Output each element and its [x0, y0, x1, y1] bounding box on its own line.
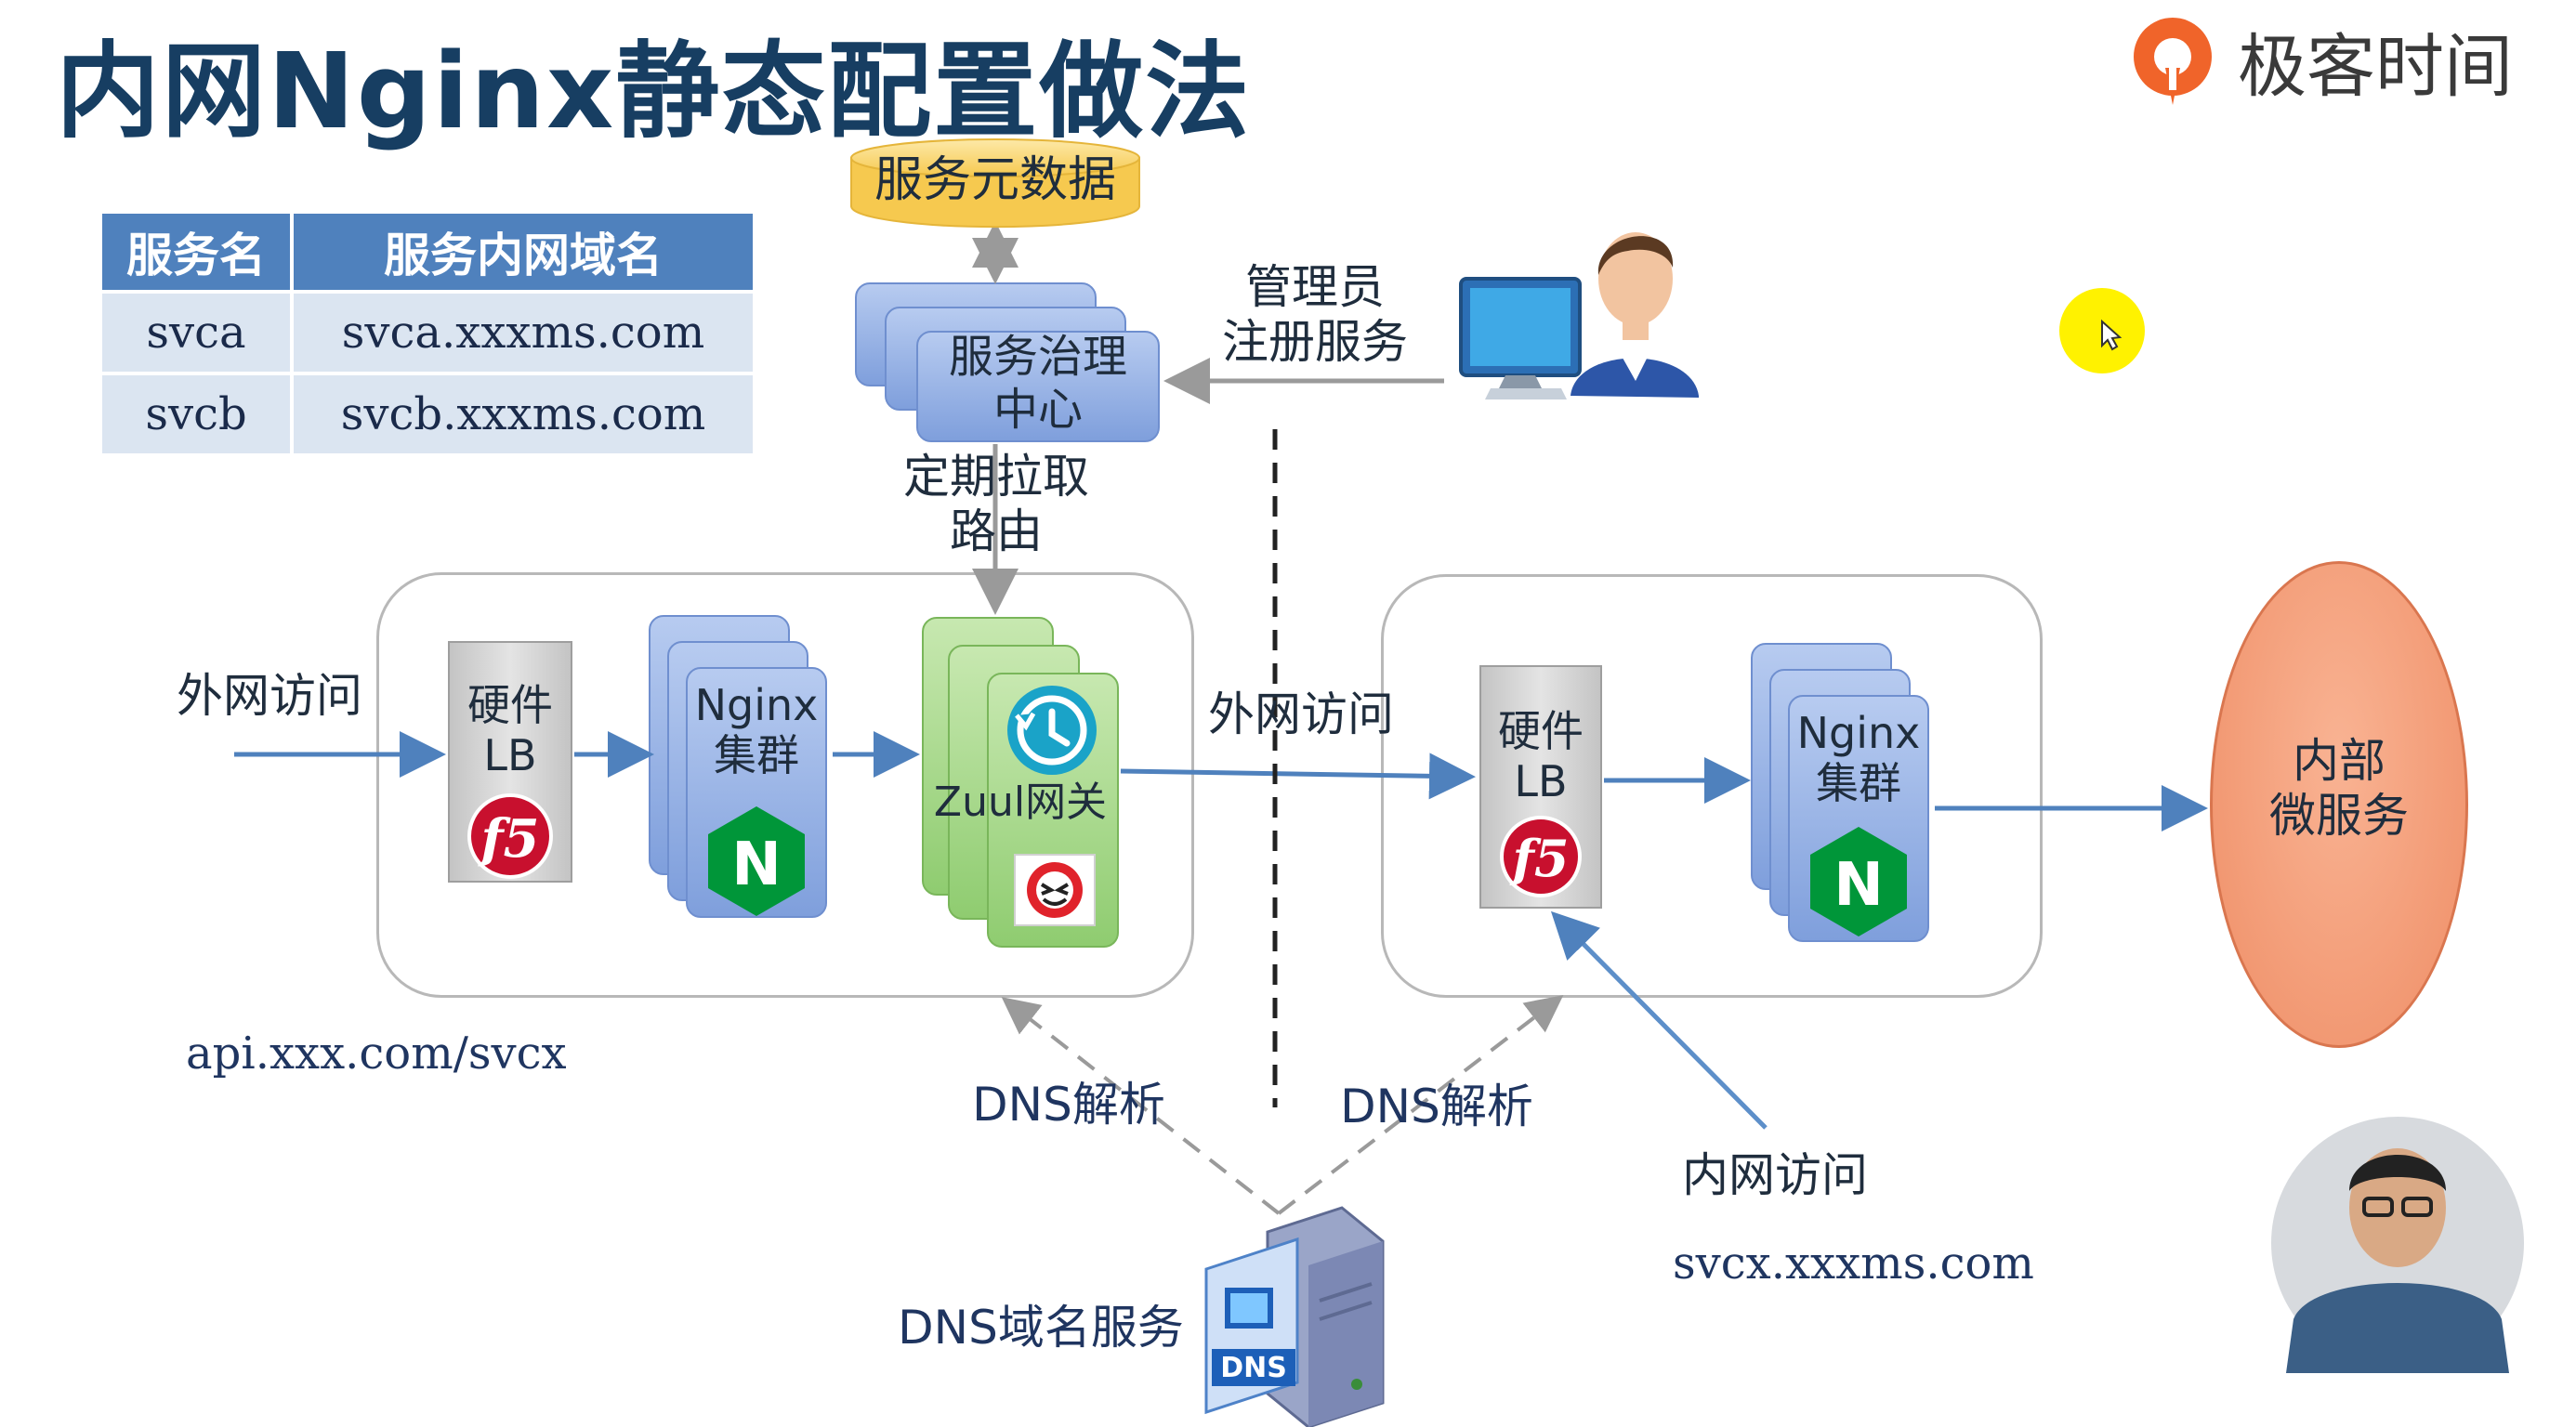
cursor-icon [2059, 288, 2145, 373]
internal-microservice [2210, 561, 2468, 1048]
internal-access-label: 内网访问 [1682, 1148, 1868, 1202]
governance-center [916, 331, 1160, 442]
hardware-lb-label: 硬件 LB [467, 680, 553, 781]
internal-url: svcx.xxxms.com [1673, 1237, 2034, 1290]
nginx-logo-icon: N [1810, 827, 1907, 936]
microservice-label: 内部 微服务 [2269, 734, 2409, 843]
brand-text: 极客时间 [2238, 26, 2513, 107]
dns-service-label: DNS域名服务 [898, 1301, 1184, 1355]
svg-text:N: N [1833, 851, 1884, 920]
external-access-label: 外网访问 [177, 669, 362, 723]
internal-access-arrow [1550, 910, 1768, 1130]
f5-logo-icon: f5 [467, 793, 553, 879]
table-cell: svcb [102, 375, 290, 453]
dns-resolve-left [1001, 997, 1281, 1215]
zuul-to-lb-arrow [1120, 753, 1476, 800]
gateway-group [376, 572, 1194, 998]
zuul-gateway-label: Zuul网关 [933, 779, 1108, 826]
metadata-label: 服务元数据 [874, 152, 1116, 208]
hystrix-icon [1007, 686, 1097, 775]
table-cell: svcb.xxxms.com [294, 375, 753, 453]
table-header-name: 服务名 [102, 214, 290, 290]
svg-text:DNS: DNS [1220, 1352, 1287, 1384]
page-title: 内网Nginx静态配置做法 [56, 32, 1252, 152]
brand: 极客时间 [2128, 9, 2513, 111]
pull-route-label: 定期拉取 路由 [903, 450, 1089, 558]
dns-server-icon: DNS [1204, 1206, 1385, 1427]
admin-register-label: 管理员 注册服务 [1222, 260, 1408, 369]
presenter-avatar [2264, 1109, 2531, 1377]
geektime-logo-icon [2134, 18, 2212, 105]
governance-title: 服务治理 中心 [948, 331, 1127, 436]
dns-resolve-label-left: DNS解析 [972, 1078, 1165, 1132]
nginx-cluster-label: Nginx 集群 [1796, 708, 1921, 809]
svg-text:N: N [731, 831, 782, 899]
dns-resolve-right [1277, 995, 1564, 1215]
table-header-domain: 服务内网域名 [294, 214, 753, 290]
internal-lb-group [1381, 574, 2043, 998]
svg-text:f5: f5 [477, 808, 539, 870]
hardware-lb-label: 硬件 LB [1498, 706, 1584, 807]
external-url: api.xxx.com/svcx [186, 1028, 567, 1080]
database-icon [850, 138, 1140, 229]
zuul-icon [1014, 854, 1096, 926]
external-access-label-mid: 外网访问 [1208, 687, 1394, 741]
nginx-logo-icon: N [708, 806, 805, 916]
nginx-cluster-label: Nginx 集群 [694, 680, 819, 781]
table-cell: svca.xxxms.com [294, 294, 753, 372]
f5-logo-icon: f5 [1500, 816, 1582, 897]
governance-label: 服务治理 中心 [916, 331, 1160, 436]
svg-text:f5: f5 [1509, 829, 1570, 888]
dns-resolve-label-right: DNS解析 [1340, 1080, 1533, 1133]
service-table: 服务名 服务内网域名 svca svca.xxxms.com svcb svcb… [102, 214, 753, 455]
admin-user-icon [1459, 232, 1699, 399]
table-cell: svca [102, 294, 290, 372]
